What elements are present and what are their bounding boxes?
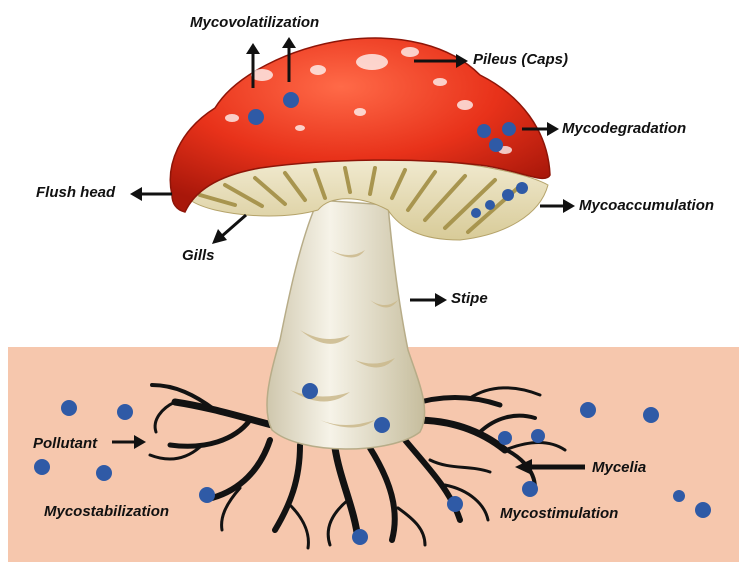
pollutant-dot [96, 465, 112, 481]
label-gills: Gills [182, 247, 215, 264]
pollutant-dot [489, 138, 503, 152]
label-mycovolatilization: Mycovolatilization [190, 14, 319, 31]
pollutant-dot [485, 200, 495, 210]
label-pileus: Pileus (Caps) [473, 51, 568, 68]
label-flush-head: Flush head [36, 184, 115, 201]
pollutant-dot [61, 400, 77, 416]
pollutant-dot [447, 496, 463, 512]
label-mycostabilization: Mycostabilization [44, 503, 169, 520]
pollutant-dot [248, 109, 264, 125]
label-pollutant: Pollutant [33, 435, 97, 452]
pollutant-dot [516, 182, 528, 194]
arrow-mycoaccumulation [540, 199, 575, 213]
label-stipe: Stipe [451, 290, 488, 307]
pollutant-dot [580, 402, 596, 418]
pollutant-dot [117, 404, 133, 420]
pollutant-dot [477, 124, 491, 138]
label-mycoaccumulation: Mycoaccumulation [579, 197, 714, 214]
pollutant-dot [199, 487, 215, 503]
pollutant-dot [695, 502, 711, 518]
pollutant-dot [34, 459, 50, 475]
arrow-gills [212, 215, 246, 244]
pollutant-dot [374, 417, 390, 433]
pollutant-dot [283, 92, 299, 108]
pollutant-dot [502, 122, 516, 136]
pollutant-dot [302, 383, 318, 399]
pollutant-dot [502, 189, 514, 201]
arrow-stipe [410, 293, 447, 307]
pollutant-dot [643, 407, 659, 423]
label-mycelia: Mycelia [592, 459, 646, 476]
pollutant-dot [522, 481, 538, 497]
stipe-shape [267, 200, 425, 449]
pollutant-dot [471, 208, 481, 218]
pollutant-dot [352, 529, 368, 545]
pollutant-dot [673, 490, 685, 502]
pollutant-dot [498, 431, 512, 445]
arrow-flush-head [130, 187, 172, 201]
pollutant-dot [531, 429, 545, 443]
label-mycodegradation: Mycodegradation [562, 120, 686, 137]
label-mycostimulation: Mycostimulation [500, 505, 618, 522]
